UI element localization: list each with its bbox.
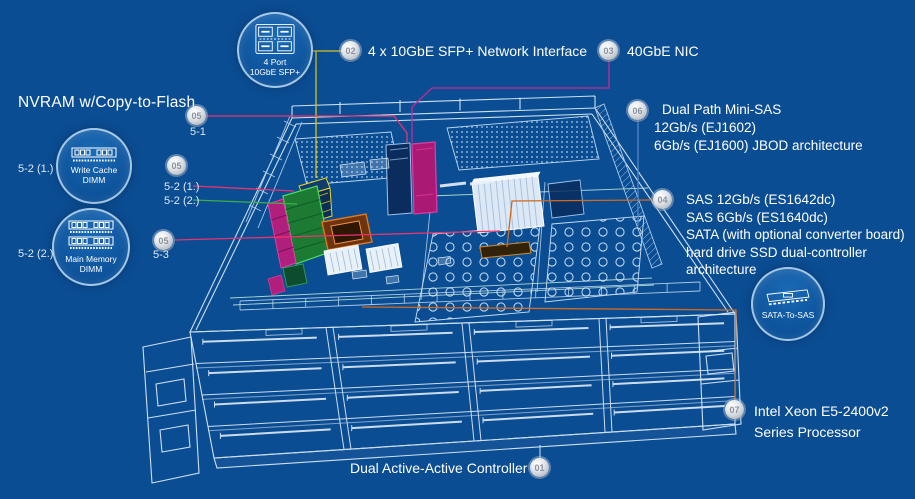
line-5-3-pink: [174, 230, 501, 241]
callout-lines: [174, 50, 737, 459]
line-40gbe-magenta: [411, 60, 610, 142]
mini-sas-line-2: 12Gb/s (EJ1602): [654, 120, 757, 135]
label-dual-controller: Dual Active-Active Controller: [350, 460, 528, 476]
line-xeon-orange: [361, 306, 737, 402]
drive-tray-grid: [195, 315, 736, 450]
heatsink-small-1: [323, 244, 363, 276]
inset-sata-to-sas: SATA-To-SAS: [751, 267, 825, 341]
inset-sfp-ports: 4 Port 10GbE SFP+: [237, 12, 313, 88]
label-sas-architecture-block: SAS 12Gb/s (ES1642dc) SAS 6Gb/s (ES1640d…: [686, 191, 905, 279]
page-title: NVRAM w/Copy-to-Flash: [18, 94, 196, 111]
callout-badge-03: 03: [599, 41, 618, 60]
sublabel-5-1: 5-1: [190, 126, 206, 138]
line-5-2-2-green: [192, 199, 298, 205]
callout-badge-01: 01: [530, 458, 549, 477]
callout-badge-04: 04: [653, 190, 672, 209]
callout-badge-02: 02: [341, 41, 360, 60]
mini-sas-line-1: Dual Path Mini-SAS: [662, 102, 782, 117]
sas-line-3: SATA (with optional converter board): [686, 227, 905, 243]
inset-mm-label-2: DIMM: [79, 264, 103, 274]
callout-badge-05-2: 05: [167, 156, 186, 175]
sublabel-5-3: 5-3: [153, 249, 169, 261]
line-5-2-1-pink: [192, 185, 295, 192]
inset-sfp-label-2: 10GbE SFP+: [249, 67, 301, 77]
xeon-line-2: Series Processor: [754, 424, 861, 440]
inset-mm-label-1: Main Memory: [65, 253, 117, 264]
sublabel-5-2-2: 5-2 (2.): [164, 195, 200, 207]
nic-card-highlight: [411, 141, 438, 215]
label-network-interface: 4 x 10GbE SFP+ Network Interface: [368, 43, 588, 59]
line-sfp-yellow: [311, 50, 342, 178]
callout-badge-07: 07: [725, 400, 744, 419]
xeon-line-1: Intel Xeon E5-2400v2: [754, 403, 889, 419]
inset-main-memory-dimm: Main Memory DIMM: [52, 208, 130, 286]
line-sas-orange: [506, 199, 655, 248]
mini-sas-line-3: 6Gb/s (EJ1600) JBOD architecture: [654, 138, 863, 153]
inset-sata-label: SATA-To-SAS: [761, 309, 815, 320]
sfp-ports-icon: [255, 23, 295, 54]
callout-badge-05-1: 05: [187, 106, 206, 125]
sas-line-1: SAS 12Gb/s (ES1642dc): [686, 192, 836, 207]
label-xeon-block: Intel Xeon E5-2400v2 Series Processor: [754, 401, 889, 443]
inset-write-cache-dimm: Write Cache DIMM: [56, 128, 132, 204]
label-mini-sas-block: Dual Path Mini-SAS 12Gb/s (EJ1602) 6Gb/s…: [654, 101, 863, 155]
motherboard-components: [267, 141, 585, 296]
sidelabel-write-cache: 5-2 (1.): [18, 163, 54, 175]
host-board-card: [385, 142, 413, 216]
battery-board: [282, 263, 308, 288]
sas-line-2: SAS 6Gb/s (ES1640dc): [686, 209, 828, 225]
callout-badge-06: 06: [628, 101, 647, 120]
backplane-connector: [479, 241, 532, 259]
inset-sfp-label-1: 4 Port: [263, 56, 287, 67]
sas-line-4: hard drive SSD dual-controller: [686, 244, 867, 260]
sidelabel-main-memory: 5-2 (2.): [18, 248, 54, 260]
rack-ears: [142, 311, 742, 484]
label-40gbe-nic: 40GbE NIC: [627, 43, 699, 59]
line-5-1-pink: [206, 115, 408, 143]
dual-dimm-icon: [68, 220, 114, 249]
inset-wc-label-1: Write Cache: [70, 164, 118, 175]
dimm-icon: [71, 147, 117, 161]
inset-wc-label-2: DIMM: [82, 175, 106, 185]
callout-badge-05-3: 05: [154, 231, 173, 250]
sublabel-5-2-1: 5-2 (1.): [164, 181, 200, 193]
converter-board-icon: [766, 289, 810, 306]
sas-line-5: architecture: [686, 262, 757, 278]
